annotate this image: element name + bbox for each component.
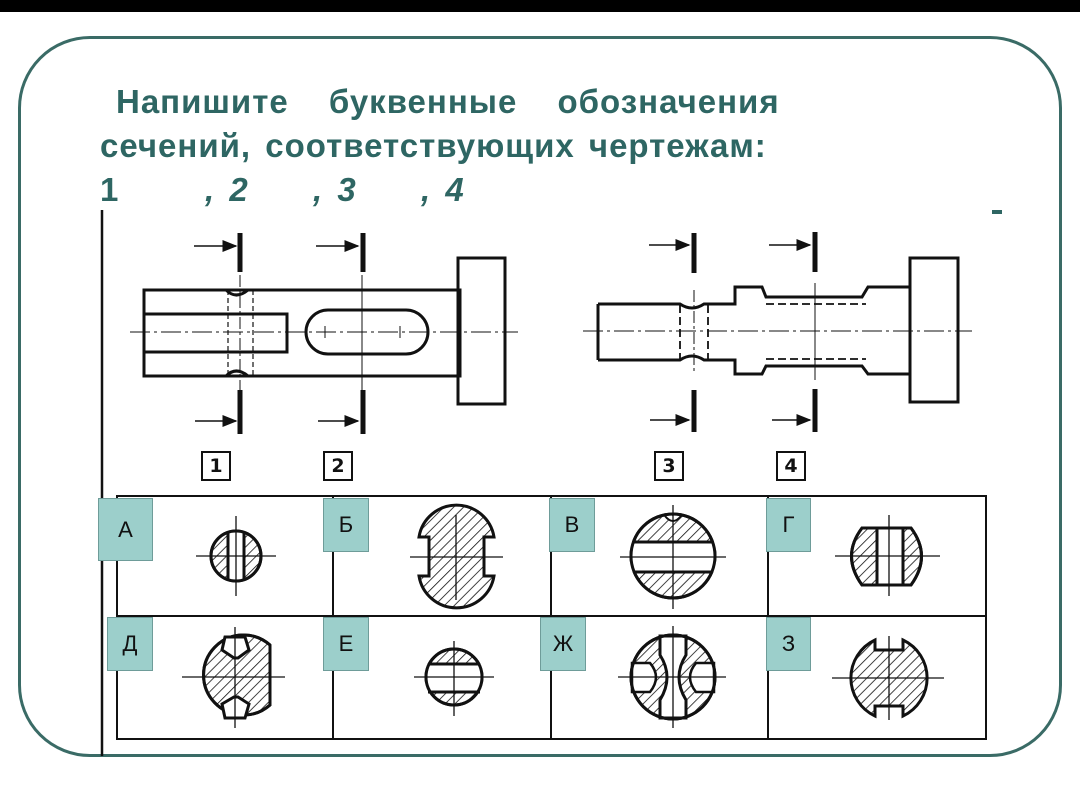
section-label-g: Г [766,498,811,552]
section-label-z: З [766,617,811,671]
section-label-a: А [98,498,153,561]
answer-slot-4[interactable]: , 4 [421,171,465,208]
answer-slot-3[interactable]: , 3 [313,171,357,208]
shaft-right [596,256,960,404]
section-label-e: Е [323,617,369,671]
answer-slot-2[interactable]: , 2 [205,171,249,208]
top-black-bar [0,0,1080,12]
title-line-1: Напишите буквенные обозначения [116,83,780,120]
section-e [414,641,494,716]
section-a [196,516,276,596]
cut-marker-4 [769,232,818,432]
section-zh [618,626,726,728]
dash-mark [992,210,1002,214]
section-v [620,505,726,609]
section-b [410,503,503,610]
cut-number-2: 2 [323,451,353,481]
task-title: Напишите буквенные обозначения сечений, … [100,80,900,212]
section-label-b: Б [323,498,369,552]
shaft-left [142,256,507,406]
answer-slots: 1 , 2 , 3 , 4 [100,168,900,212]
cut-marker-1 [194,233,243,434]
answer-slot-1[interactable]: 1 [100,171,120,208]
section-g [835,515,940,596]
shaft-right-centerline [583,283,972,380]
cut-number-4: 4 [776,451,806,481]
section-d [182,627,285,728]
slide-frame [18,36,1062,757]
cut-marker-3 [649,233,697,432]
cut-number-3: 3 [654,451,684,481]
title-line-2: сечений, соответствующих чертежам: [100,127,767,164]
cut-number-1: 1 [201,451,231,481]
section-label-d: Д [107,617,153,671]
section-z [832,636,944,720]
section-label-zh: Ж [540,617,586,671]
cut-marker-2 [316,233,366,434]
section-label-v: В [549,498,595,552]
shaft-left-centerline [130,275,518,390]
shaft-right-hidden-lines [679,303,866,360]
